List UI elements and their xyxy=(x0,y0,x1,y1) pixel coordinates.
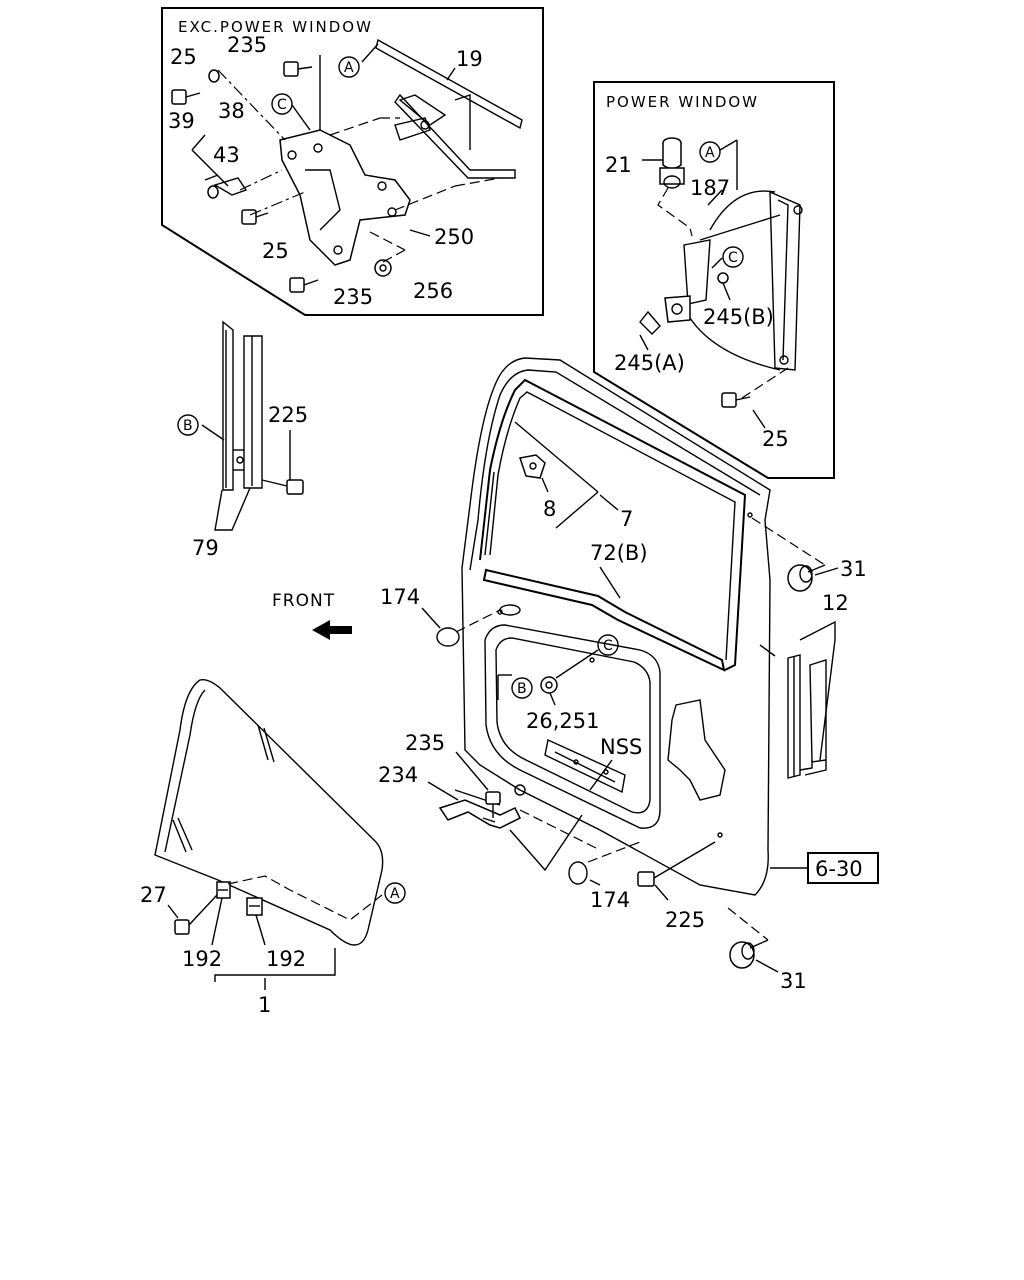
exc-power-window-title: EXC.POWER WINDOW xyxy=(178,18,373,36)
label-174-lower: 174 xyxy=(590,888,630,912)
label-38: 38 xyxy=(218,99,245,123)
front-label: FRONT xyxy=(272,591,335,611)
label-235-top: 235 xyxy=(227,33,267,57)
label-187: 187 xyxy=(690,176,730,200)
label-1: 1 xyxy=(258,993,271,1017)
label-225-door: 225 xyxy=(665,908,705,932)
callout-b-channel-text: B xyxy=(183,418,193,434)
label-43: 43 xyxy=(213,143,240,167)
reference-box-text: 6-30 xyxy=(815,857,863,881)
label-72b: 72(B) xyxy=(590,541,648,565)
callout-c-pw xyxy=(722,246,744,268)
label-25-top: 25 xyxy=(170,45,197,69)
callout-c-exc xyxy=(271,93,293,115)
bolt-235-door-icon xyxy=(485,791,501,818)
exc-power-window-panel: EXC.POWER WINDOW xyxy=(161,7,544,316)
front-arrow-icon xyxy=(312,620,352,640)
callout-b-channel xyxy=(177,414,199,436)
label-19: 19 xyxy=(456,47,483,71)
label-245b: 245(B) xyxy=(703,305,774,329)
label-27: 27 xyxy=(140,883,167,907)
label-235-door: 235 xyxy=(405,731,445,755)
callout-c-door xyxy=(597,634,619,656)
label-12: 12 xyxy=(822,591,849,615)
door-panel: C B xyxy=(421,357,879,973)
bolt-25-top-icon xyxy=(171,89,201,105)
label-250: 250 xyxy=(434,225,474,249)
callout-a-glass-text: A xyxy=(390,886,400,902)
bolt-235-lower-icon xyxy=(289,277,319,293)
callout-a-pw-text: A xyxy=(705,145,715,161)
label-7: 7 xyxy=(620,507,633,531)
label-256: 256 xyxy=(413,279,453,303)
callout-c-exc-text: C xyxy=(277,97,287,113)
door-labels: 8 7 72(B) 31 12 174 26,251 235 NSS 234 1… xyxy=(378,497,867,993)
bolt-225-channel-icon xyxy=(261,479,304,495)
label-25-lower: 25 xyxy=(262,239,289,263)
label-235-lower: 235 xyxy=(333,285,373,309)
callout-a-exc xyxy=(338,56,360,78)
power-window-title: POWER WINDOW xyxy=(606,93,759,111)
bumper-31-upper-icon xyxy=(787,564,813,592)
label-39: 39 xyxy=(168,109,195,133)
callout-a-exc-text: A xyxy=(344,60,354,76)
nut-256-icon xyxy=(374,259,392,277)
label-nss: NSS xyxy=(600,735,642,759)
glass-run-channel-79: B 225 79 xyxy=(177,320,308,560)
bumper-31-lower-icon xyxy=(729,941,755,969)
bolt-225-door-icon xyxy=(637,841,716,887)
label-26-251: 26,251 xyxy=(526,709,599,733)
door-glass-1: A 27 192 192 1 xyxy=(140,678,406,1017)
callout-a-pw xyxy=(699,141,721,163)
plug-174-lower-icon xyxy=(568,861,588,885)
label-174-upper: 174 xyxy=(380,585,420,609)
label-31-lower: 31 xyxy=(780,969,807,993)
label-21: 21 xyxy=(605,153,632,177)
clip-8-icon xyxy=(519,454,546,479)
callout-b-door xyxy=(511,677,533,699)
motor-21-icon xyxy=(659,137,685,189)
callout-c-door-text: C xyxy=(603,638,613,654)
bolt-27-icon xyxy=(174,894,218,935)
power-window-panel: POWER WINDOW xyxy=(593,81,835,479)
bolt-235-top-icon xyxy=(283,61,313,77)
label-192-left: 192 xyxy=(182,947,222,971)
label-192-right: 192 xyxy=(266,947,306,971)
label-25-pw: 25 xyxy=(762,427,789,451)
nut-26-251-icon xyxy=(540,676,558,694)
plug-174-upper-icon xyxy=(436,627,460,647)
label-31-upper: 31 xyxy=(840,557,867,581)
washer-38-icon xyxy=(208,69,220,83)
front-indicator: FRONT xyxy=(272,591,352,640)
rear-channel-12-icon xyxy=(787,654,827,779)
label-79: 79 xyxy=(192,536,219,560)
callout-a-glass xyxy=(384,882,406,904)
label-245a: 245(A) xyxy=(614,351,685,375)
label-225-channel: 225 xyxy=(268,403,308,427)
callout-b-door-text: B xyxy=(517,681,527,697)
label-234: 234 xyxy=(378,763,418,787)
bolt-25-pw-icon xyxy=(721,392,751,408)
label-8: 8 xyxy=(543,497,556,521)
bolt-25-lower-icon xyxy=(241,209,269,225)
callout-c-pw-text: C xyxy=(728,250,738,266)
glass-channel-192-left-icon xyxy=(216,881,231,899)
glass-channel-192-right-icon xyxy=(246,897,263,916)
